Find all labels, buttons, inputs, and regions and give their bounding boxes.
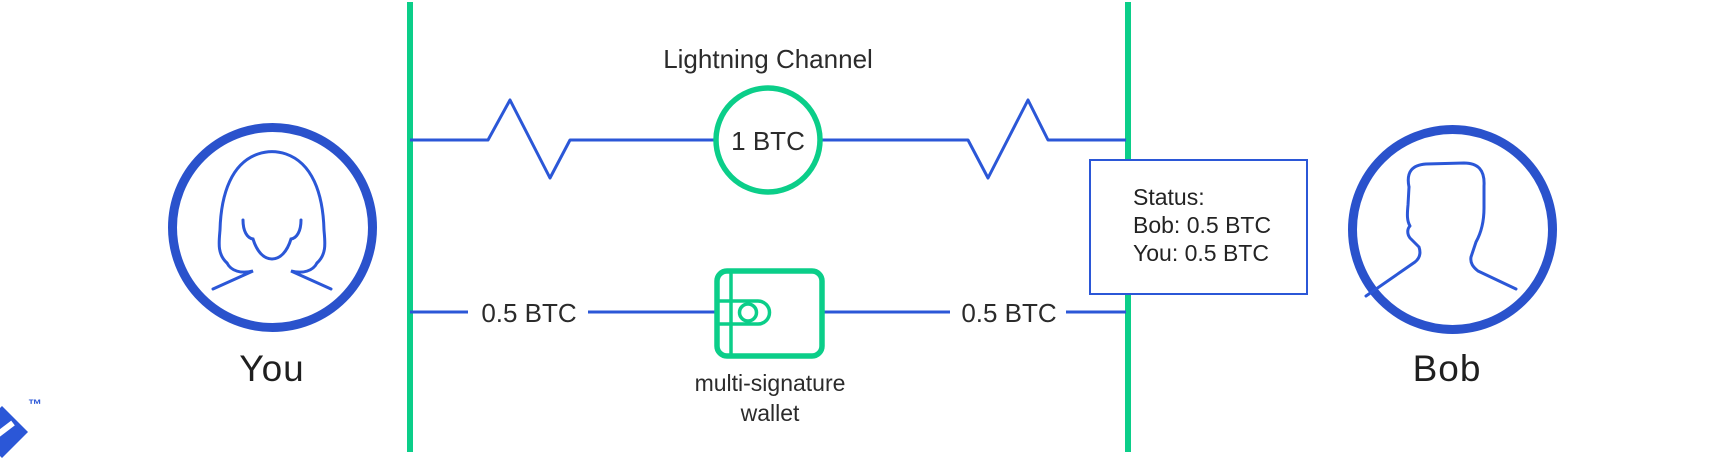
avatar-you — [168, 123, 377, 332]
toptal-logo — [0, 406, 28, 458]
wallet-caption-line1: multi-signature — [694, 370, 846, 396]
funding-amount-left: 0.5 BTC — [481, 298, 577, 328]
toptal-logo-diamond — [0, 406, 28, 458]
participant-you-label: You — [239, 348, 305, 389]
status-line-title: Status: — [1133, 184, 1205, 210]
channel-capacity-label: 1 BTC — [731, 126, 805, 156]
status-box: Status: Bob: 0.5 BTC You: 0.5 BTC — [1089, 159, 1308, 295]
channel-line-left-zigzag — [410, 98, 716, 180]
avatar-bob-ring — [1348, 125, 1557, 334]
status-line-you: You: 0.5 BTC — [1133, 240, 1269, 266]
channel-title: Lightning Channel — [663, 44, 873, 74]
wallet-body — [714, 268, 825, 359]
wallet-caption-line2: wallet — [740, 400, 800, 426]
female-user-icon — [211, 150, 333, 291]
channel-capacity-circle — [713, 85, 823, 195]
trademark-symbol: ™ — [28, 396, 42, 412]
avatar-you-ring — [168, 123, 377, 332]
male-user-icon — [1364, 161, 1518, 298]
wallet-clasp-button — [737, 302, 759, 323]
participant-bob-label: Bob — [1412, 348, 1482, 389]
wallet-clasp — [718, 299, 772, 326]
status-line-bob: Bob: 0.5 BTC — [1133, 212, 1272, 238]
channel-line-right-zigzag — [820, 98, 1126, 180]
funding-amount-right: 0.5 BTC — [961, 298, 1057, 328]
wallet-icon — [714, 268, 825, 359]
toptal-logo-slash — [0, 420, 15, 437]
wallet-caption: multi-signature wallet — [620, 368, 920, 428]
avatar-bob — [1348, 125, 1557, 334]
